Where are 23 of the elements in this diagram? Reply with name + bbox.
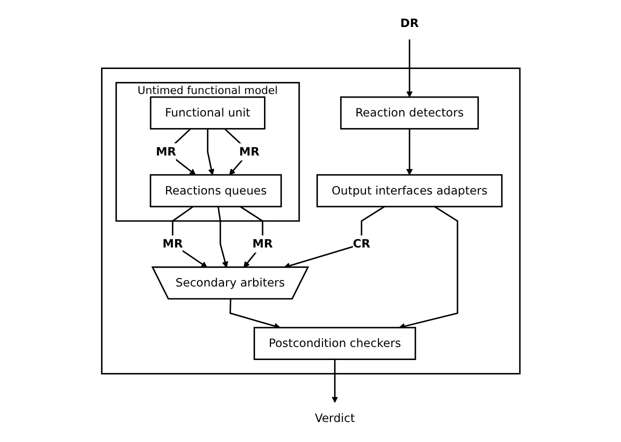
- node-box: Functional unit: [150, 96, 266, 130]
- edge-label: MR: [162, 236, 182, 251]
- edge-label: MR: [252, 236, 272, 251]
- cluster: [100, 68, 520, 374]
- arrow: [406, 39, 412, 98]
- node-box: Reaction detectors: [340, 96, 479, 130]
- node-box: Reactions queues: [149, 174, 282, 208]
- arrow: [172, 206, 208, 268]
- arrow: [206, 128, 214, 176]
- edge-label: CR: [352, 236, 370, 251]
- node-text: DR: [400, 16, 418, 30]
- node-text: Verdict: [314, 411, 355, 425]
- edge-label: MR: [238, 144, 260, 158]
- arrow: [406, 128, 412, 176]
- edge-label: MR: [155, 144, 176, 158]
- arrow: [398, 206, 458, 330]
- node-box: Postcondition checkers: [253, 326, 416, 360]
- node-box: Output interfaces adapters: [316, 174, 502, 208]
- arrow: [217, 206, 228, 268]
- arrow: [283, 206, 384, 269]
- arrow: [240, 206, 263, 268]
- arrow: [331, 359, 338, 403]
- arrow: [229, 299, 280, 330]
